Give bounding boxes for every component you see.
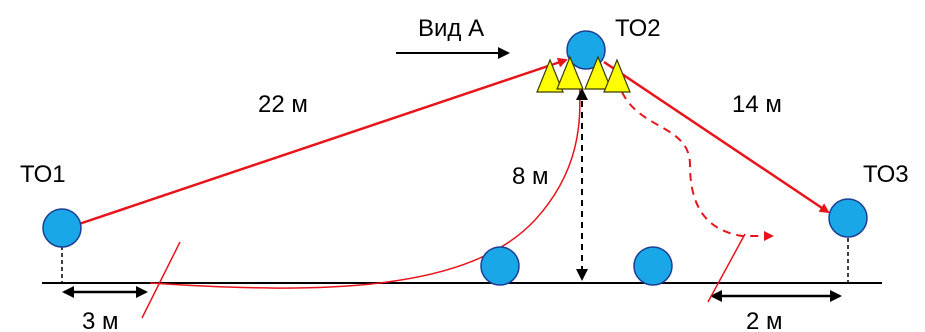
cut-mark-right [707, 233, 746, 303]
to3-label: ТО3 [863, 161, 909, 188]
to2-circle [566, 30, 606, 70]
triangle-1 [536, 58, 564, 93]
to2-label: ТО2 [615, 15, 661, 42]
distance-2m-label: 2 м [746, 308, 783, 332]
triangle-2 [556, 55, 584, 90]
triangle-4 [603, 58, 631, 93]
ground-circle-2 [633, 246, 673, 286]
cut-mark-left [141, 241, 181, 319]
to2-to3-line [603, 60, 830, 214]
distance-14m-label: 14 м [732, 91, 782, 118]
to3-circle [828, 198, 868, 238]
distance-3m-label: 3 м [82, 308, 119, 332]
ground-circle-1 [480, 246, 520, 286]
view-label: Вид А [418, 15, 484, 42]
right-dashed-path [621, 91, 774, 241]
to1-to2-line [78, 57, 568, 226]
to1-circle [42, 208, 82, 248]
height-8m-label: 8 м [512, 163, 549, 190]
distance-22m-label: 22 м [258, 91, 308, 118]
to1-label: ТО1 [20, 161, 66, 188]
triangle-3 [584, 55, 612, 90]
